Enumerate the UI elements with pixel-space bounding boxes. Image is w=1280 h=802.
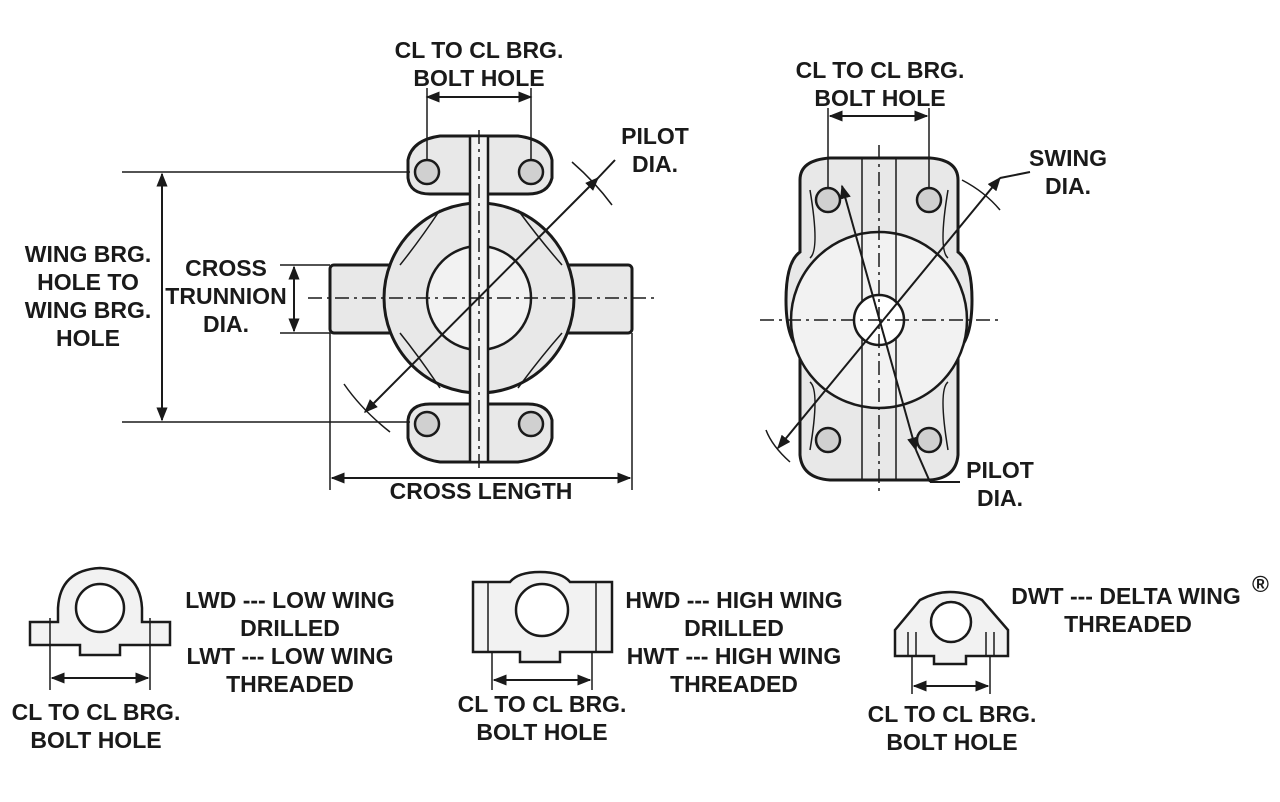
cross-bolt-hole-label-line-1: CL TO CL BRG. <box>395 37 564 63</box>
low-wing-desc-line-1: LWD --- LOW WING <box>185 587 395 613</box>
low-wing-bolt-hole-line-2: BOLT HOLE <box>30 727 161 753</box>
delta-wing-desc-line-1: DWT --- DELTA WING <box>1011 583 1241 609</box>
delta-wing-type: DWT --- DELTA WING ® THREADED CL TO CL B… <box>868 571 1269 755</box>
high-wing-desc-line-3: HWT --- HIGH WING <box>627 643 842 669</box>
swing-label-line-1: SWING <box>1029 145 1107 171</box>
low-wing-desc-line-4: THREADED <box>226 671 354 697</box>
end-pilot-label-line-2: DIA. <box>977 485 1023 511</box>
cross-pilot-label-line-2: DIA. <box>632 151 678 177</box>
wing-label-line-2: HOLE TO <box>37 269 139 295</box>
high-wing-bolt-hole-line-2: BOLT HOLE <box>476 719 607 745</box>
cross-pilot-label-line-1: PILOT <box>621 123 689 149</box>
low-wing-desc-line-2: DRILLED <box>240 615 340 641</box>
cross-bolt-hole-label-line-2: BOLT HOLE <box>413 65 544 91</box>
wing-label-line-3: WING BRG. <box>25 297 152 323</box>
trunnion-label-line-1: CROSS <box>185 255 267 281</box>
high-wing-desc-line-4: THREADED <box>670 671 798 697</box>
end-view: CL TO CL BRG. BOLT HOLE SWING DIA. PILOT… <box>760 57 1107 511</box>
trunnion-label-line-3: DIA. <box>203 311 249 337</box>
cross-front-view: CL TO CL BRG. BOLT HOLE PILOT DIA. WING … <box>25 37 689 504</box>
high-wing-desc-line-2: DRILLED <box>684 615 784 641</box>
end-bolt-hole-label-line-2: BOLT HOLE <box>814 85 945 111</box>
low-wing-type: LWD --- LOW WING DRILLED LWT --- LOW WIN… <box>12 566 395 753</box>
end-pilot-label-line-1: PILOT <box>966 457 1034 483</box>
swing-label-line-2: DIA. <box>1045 173 1091 199</box>
delta-wing-bolt-hole-line-1: CL TO CL BRG. <box>868 701 1037 727</box>
trunnion-label-line-2: TRUNNION <box>165 283 286 309</box>
end-bolt-hole-label-line-1: CL TO CL BRG. <box>796 57 965 83</box>
wing-label-line-1: WING BRG. <box>25 241 152 267</box>
delta-wing-bolt-hole-line-2: BOLT HOLE <box>886 729 1017 755</box>
high-wing-type: HWD --- HIGH WING DRILLED HWT --- HIGH W… <box>458 570 843 745</box>
wing-label-line-4: HOLE <box>56 325 120 351</box>
high-wing-desc-line-1: HWD --- HIGH WING <box>625 587 842 613</box>
delta-wing-desc-line-2: THREADED <box>1064 611 1192 637</box>
low-wing-desc-line-3: LWT --- LOW WING <box>187 643 394 669</box>
registered-mark: ® <box>1252 571 1269 597</box>
high-wing-bolt-hole-line-1: CL TO CL BRG. <box>458 691 627 717</box>
low-wing-bolt-hole-line-1: CL TO CL BRG. <box>12 699 181 725</box>
cross-length-label: CROSS LENGTH <box>390 478 573 504</box>
